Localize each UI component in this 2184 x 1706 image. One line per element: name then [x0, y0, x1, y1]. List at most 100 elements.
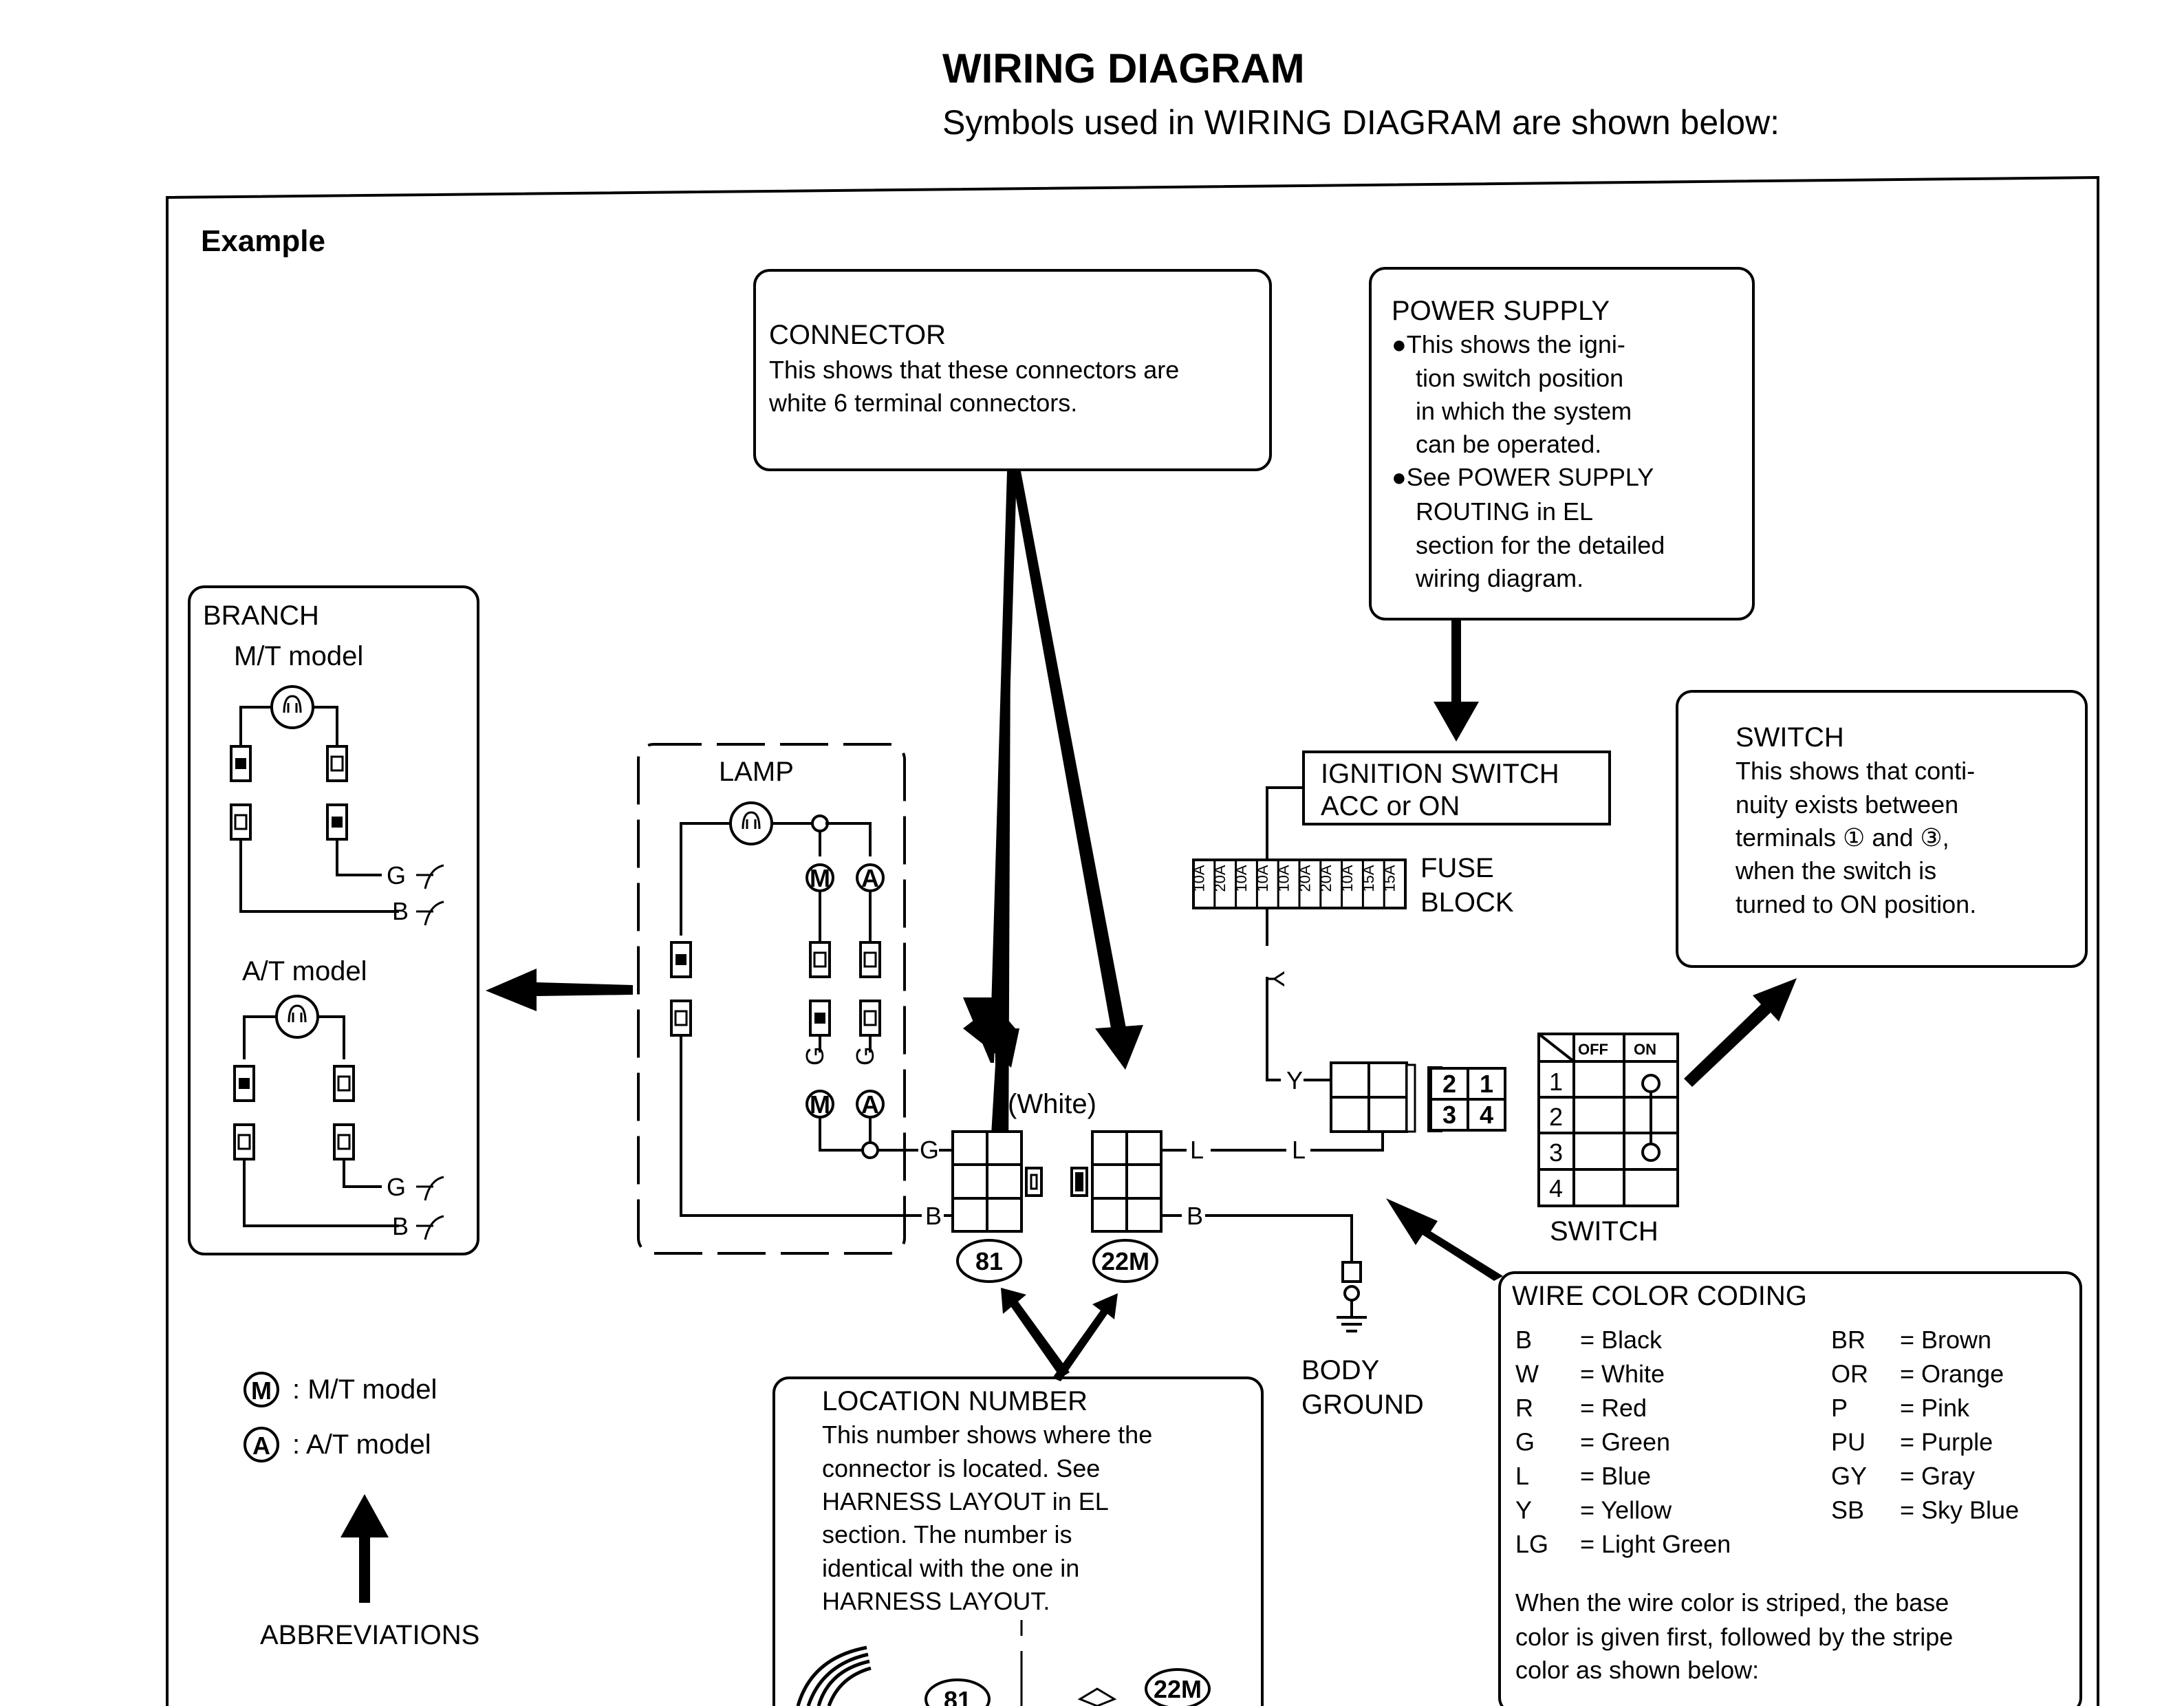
- wire-color-name: = Pink: [1900, 1394, 1970, 1422]
- location-number-81: 81: [956, 1239, 1022, 1283]
- abbreviation-a: A : A/T model: [244, 1427, 431, 1462]
- a-symbol-icon: A: [856, 1090, 885, 1119]
- m-symbol-text: M: [810, 1090, 830, 1119]
- fuse-rating: 20A: [1296, 865, 1313, 892]
- location-number-text: 22M: [1154, 1675, 1202, 1703]
- abbreviation-a-text: : A/T model: [292, 1429, 431, 1460]
- harness-part-icon: [1077, 1687, 1117, 1706]
- connector-icon: [333, 1123, 355, 1160]
- location-number-text: 22M: [1101, 1247, 1149, 1275]
- location-number-22m: 22M: [1092, 1239, 1158, 1283]
- fuse-rating: 20A: [1317, 865, 1334, 892]
- fuse-rating: 20A: [1211, 865, 1229, 892]
- branch-arrow: [486, 969, 633, 1011]
- connector-icon: [326, 745, 348, 782]
- switch-callout: SWITCH This shows that conti- nuity exis…: [1676, 690, 2088, 968]
- wire-color-note-line: color as shown below:: [1515, 1656, 1759, 1684]
- connector-22m: [1070, 1130, 1163, 1233]
- wire-color-name: = Green: [1580, 1428, 1670, 1456]
- wire-color-name: = Light Green: [1580, 1530, 1731, 1558]
- wire-color-code: W: [1515, 1360, 1539, 1388]
- switch-table-label: SWITCH: [1550, 1216, 1658, 1246]
- fuse-rating: 15A: [1381, 865, 1398, 892]
- wire-color-name: = Orange: [1900, 1360, 2004, 1388]
- switch-table: OFF ON 1 2 3 4: [1537, 1033, 1679, 1207]
- fuse-rating: 10A: [1233, 865, 1250, 892]
- connector-arrow-shaft-left: [991, 471, 1017, 1032]
- connector-icon: [670, 1000, 692, 1037]
- terminal-number: 3: [1442, 1101, 1456, 1129]
- a-symbol-text: A: [252, 1432, 270, 1460]
- branch-title: BRANCH: [203, 601, 319, 631]
- page-subtitle: Symbols used in WIRING DIAGRAM are shown…: [942, 103, 1780, 142]
- connector-icon: [233, 1065, 255, 1102]
- lamp-bulb-icon: [729, 801, 773, 845]
- wire-label-g: G: [387, 1173, 406, 1201]
- connector-81: [951, 1130, 1043, 1233]
- power-supply-title: POWER SUPPLY: [1392, 296, 1610, 326]
- switch-callout-text-line: when the switch is: [1735, 856, 1936, 885]
- m-symbol-icon: M: [806, 863, 834, 892]
- fuse-block-label: BLOCK: [1420, 887, 1514, 918]
- wire-color-name: = Yellow: [1580, 1496, 1672, 1524]
- a-symbol-text: A: [861, 1090, 879, 1119]
- wire-color-code: Y: [1515, 1496, 1532, 1524]
- wire-color-name: = Gray: [1900, 1462, 1975, 1490]
- wire-color-note-line: color is given first, followed by the st…: [1515, 1623, 1953, 1651]
- branch-mt-label: M/T model: [234, 641, 363, 671]
- switch-callout-text-line: This shows that conti-: [1736, 757, 1975, 785]
- body-ground-label: BODY: [1301, 1355, 1379, 1385]
- power-supply-text-line: section for the detailed: [1416, 531, 1665, 559]
- wire-color-code: LG: [1515, 1530, 1548, 1558]
- abbreviation-arrow: [340, 1494, 389, 1603]
- wire-color-code: B: [1515, 1326, 1532, 1354]
- power-supply-text-line: tion switch position: [1416, 364, 1623, 392]
- location-number-text: 81: [975, 1247, 1003, 1275]
- switch-callout-text-line: terminals ① and ③,: [1736, 823, 1949, 852]
- wire-color-name: = White: [1580, 1360, 1665, 1388]
- wire-label-y: Y: [1262, 971, 1290, 987]
- power-supply-text-line: in which the system: [1416, 397, 1632, 425]
- terminal-number: 1: [1480, 1070, 1493, 1098]
- wire-color-name: = Blue: [1580, 1462, 1651, 1490]
- location-text-line: connector is located. See: [822, 1454, 1100, 1482]
- body-ground-symbol: [1337, 1261, 1367, 1332]
- wire-label-g: G: [851, 1046, 879, 1066]
- outer-frame: [166, 175, 2099, 1706]
- switch-on-header: ON: [1634, 1041, 1656, 1058]
- location-arrow-right: [1052, 1293, 1118, 1381]
- wire-color-name: = Purple: [1900, 1428, 1993, 1456]
- wire-color-code: L: [1515, 1462, 1529, 1490]
- connector-icon: [670, 941, 692, 978]
- location-text-line: HARNESS LAYOUT in EL: [822, 1487, 1109, 1515]
- connector-icon: [859, 941, 881, 978]
- wire-label-b: B: [1187, 1202, 1203, 1230]
- branch-at-circuit: G B: [233, 995, 444, 1240]
- connector-title: CONNECTOR: [769, 320, 946, 350]
- switch-callout-text-line: nuity exists between: [1736, 790, 1958, 819]
- fuse-rating: 15A: [1360, 865, 1377, 892]
- connector-icon: [809, 1000, 831, 1037]
- wire-color-name: = Sky Blue: [1900, 1496, 2019, 1524]
- switch-callout-text-line: turned to ON position.: [1736, 890, 1976, 918]
- lamp-bulb-icon: [270, 685, 314, 729]
- connector-icon: [859, 1000, 881, 1037]
- wire-color-code: G: [1515, 1428, 1535, 1456]
- wire-label-g: G: [387, 861, 406, 889]
- connector-text-line: white 6 terminal connectors.: [768, 389, 1077, 417]
- m-symbol-text: M: [810, 864, 830, 892]
- connector-icon: [230, 803, 252, 841]
- m-symbol-icon: M: [806, 1090, 834, 1119]
- location-number-text: 81: [944, 1686, 971, 1706]
- wire-label-b: B: [925, 1202, 942, 1230]
- switch-row-number: 1: [1549, 1068, 1563, 1096]
- a-symbol-icon: A: [856, 863, 885, 892]
- connector-icon: [233, 1123, 255, 1160]
- location-text-line: This number shows where the: [822, 1421, 1152, 1449]
- terminal-number: 2: [1442, 1070, 1456, 1098]
- wire-color-code: P: [1831, 1394, 1848, 1422]
- connector-arrow-shaft-right: [1011, 471, 1127, 1032]
- branch-callout: BRANCH M/T model G B A/T model G B: [188, 585, 479, 1255]
